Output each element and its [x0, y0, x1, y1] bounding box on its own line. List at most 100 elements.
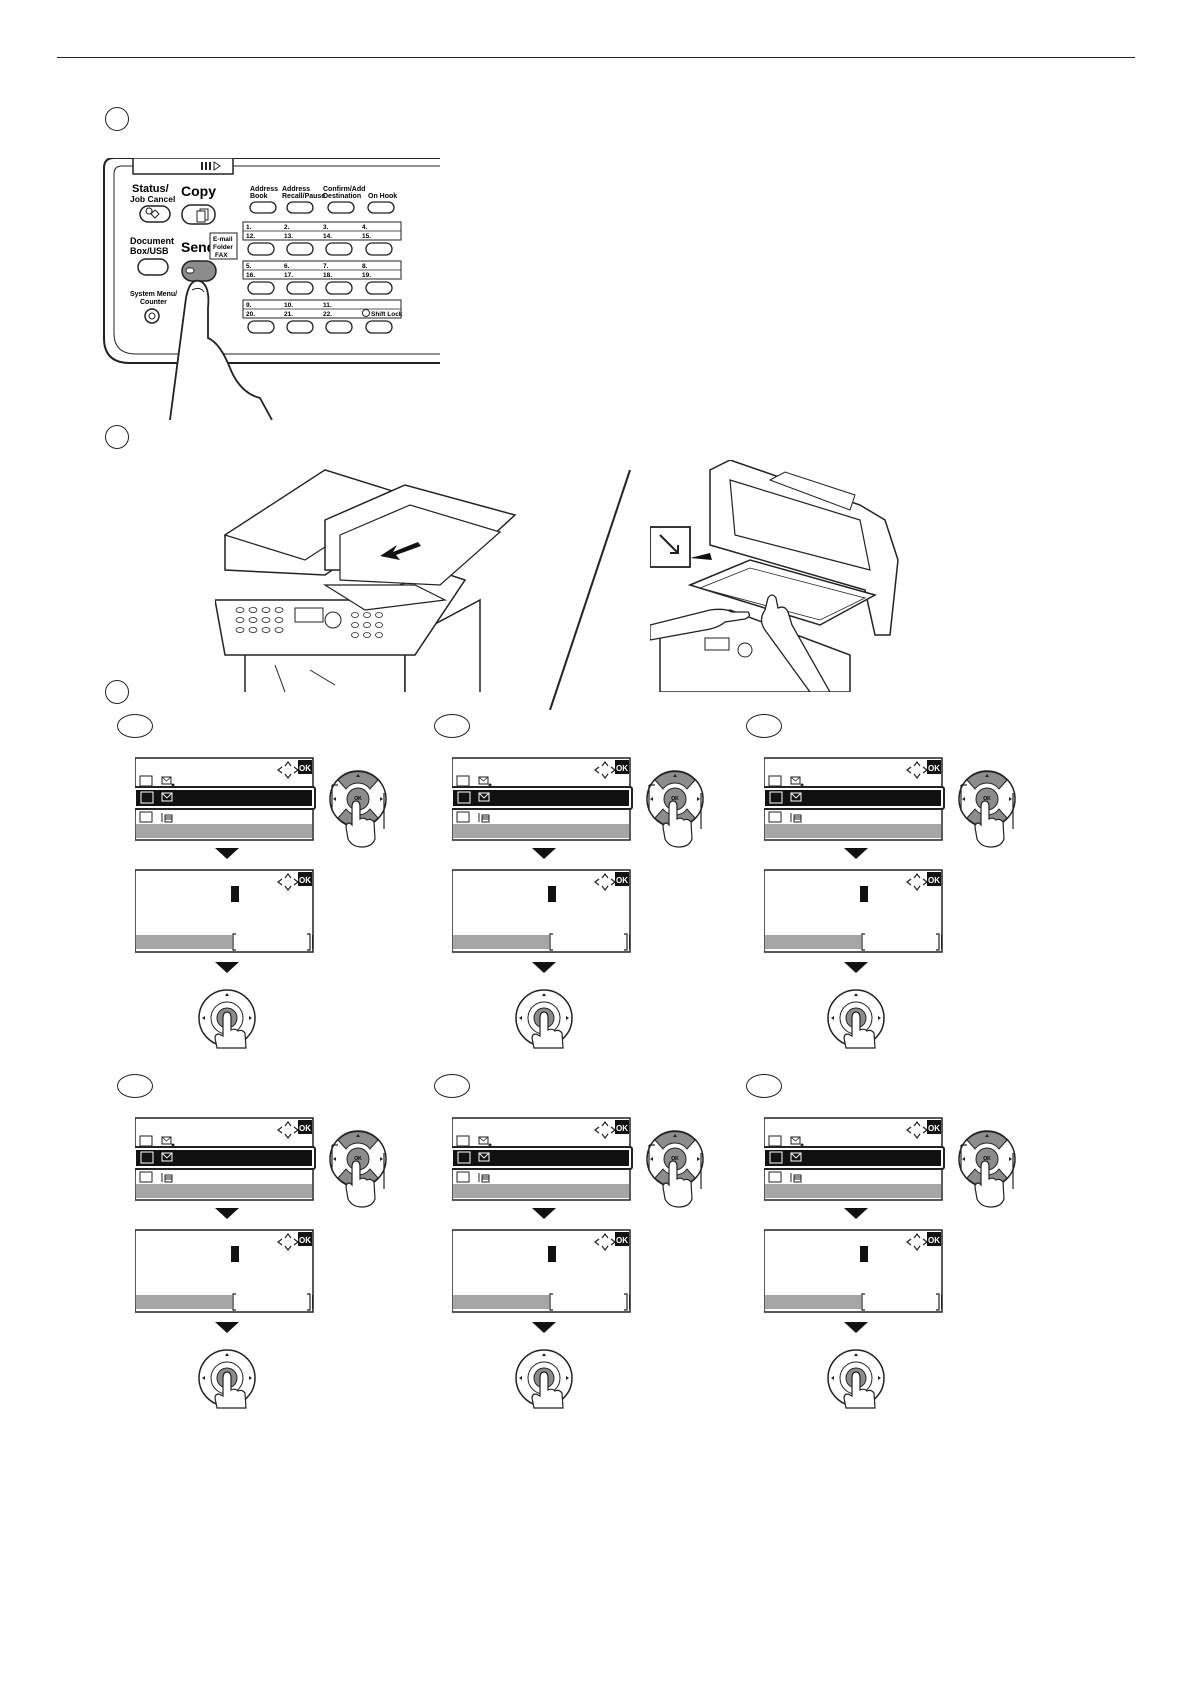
- fax-icon: [790, 813, 802, 823]
- confirm-add-label-2: Destination: [323, 193, 361, 200]
- address-book-button[interactable]: [249, 201, 277, 214]
- ok-badge: OK: [928, 1124, 940, 1133]
- address-recall-label-1: Address: [282, 186, 310, 193]
- finger-icon: [345, 800, 376, 848]
- svg-text:OK: OK: [299, 1236, 311, 1245]
- svg-text:12.: 12.: [246, 233, 255, 240]
- status-cancel-button[interactable]: [139, 205, 171, 223]
- system-menu-label-2: Counter: [140, 299, 167, 306]
- one-touch-row-1: 1. 2. 3. 4. 12. 13. 14. 15.: [242, 221, 402, 256]
- finger-icon: [843, 1011, 876, 1049]
- sub-step-marker: [746, 714, 782, 738]
- down-triangle-icon: [532, 1322, 556, 1333]
- svg-text:18.: 18.: [323, 272, 332, 279]
- four-way-arrow-icon: [594, 1121, 616, 1139]
- step-2-marker: [105, 425, 129, 449]
- nav-key-with-finger: OK: [329, 770, 387, 848]
- ok-key-press: OK: [515, 989, 573, 1049]
- screen-panel-3: OK OK OK: [761, 752, 1064, 1052]
- text-cursor: [548, 1246, 556, 1262]
- text-cursor: [231, 886, 239, 902]
- nav-ok-label: OK: [671, 796, 679, 802]
- svg-text:10.: 10.: [284, 302, 293, 309]
- selection-screen: OK: [132, 1117, 316, 1201]
- confirm-add-label-1: Confirm/Add: [323, 186, 365, 193]
- nav-key-with-finger: OK: [646, 770, 704, 848]
- nav-key-with-finger: OK: [329, 1130, 387, 1208]
- document-feeder-illustration: [215, 469, 517, 692]
- svg-text:8.: 8.: [362, 263, 368, 270]
- fax-icon: [478, 813, 490, 823]
- svg-text:5.: 5.: [246, 263, 252, 270]
- address-recall-button[interactable]: [286, 201, 314, 214]
- one-touch-row-3: 9. 10. 11. 20. 21. 22. Shift Lock: [242, 299, 403, 334]
- ok-badge: OK: [928, 764, 940, 773]
- fax-icon: [790, 1173, 802, 1183]
- ok-badge: OK: [299, 764, 311, 773]
- control-panel-illustration: Status/ Job Cancel Copy Document Box/USB…: [103, 158, 440, 420]
- down-triangle-icon: [215, 962, 239, 973]
- nav-ok-label: OK: [983, 1156, 991, 1162]
- status-label-2: Job Cancel: [130, 194, 175, 204]
- finger-icon: [974, 800, 1005, 848]
- svg-text:OK: OK: [299, 876, 311, 885]
- sub-step-marker: [434, 1074, 470, 1098]
- svg-text:OK: OK: [616, 1236, 628, 1245]
- svg-text:OK: OK: [616, 876, 628, 885]
- on-hook-button[interactable]: [367, 201, 395, 214]
- down-triangle-icon: [532, 848, 556, 859]
- copy-label: Copy: [181, 183, 216, 199]
- status-label-1: Status/: [132, 183, 169, 195]
- svg-text:OK: OK: [928, 876, 940, 885]
- email-icon: [790, 1136, 804, 1147]
- document-box-label-2: Box/USB: [130, 246, 169, 256]
- step-1-marker: [105, 107, 129, 131]
- svg-text:14.: 14.: [323, 233, 332, 240]
- entry-screen: OK: [451, 1229, 631, 1313]
- system-menu-button[interactable]: [144, 308, 160, 324]
- divider-slash: [549, 470, 631, 710]
- screen-panel-5: OK OK OK: [449, 1112, 752, 1412]
- ok-key-press: OK: [198, 1349, 256, 1409]
- down-triangle-icon: [844, 848, 868, 859]
- svg-text:20.: 20.: [246, 311, 255, 318]
- svg-text:OK: OK: [928, 1236, 940, 1245]
- fax-icon: [161, 813, 173, 823]
- envelope-icon: [790, 1152, 802, 1162]
- four-way-arrow-icon: [906, 1121, 928, 1139]
- finger-icon: [169, 279, 273, 420]
- diagonal-arrow-icon: [659, 534, 679, 554]
- arrow-icon: [380, 542, 421, 560]
- down-triangle-icon: [844, 1208, 868, 1219]
- top-rule: [57, 57, 1135, 58]
- envelope-icon: [161, 1152, 173, 1162]
- email-icon: [478, 1136, 492, 1147]
- four-way-arrow-icon: [906, 761, 928, 779]
- svg-text:7.: 7.: [323, 263, 329, 270]
- address-book-label-2: Book: [250, 193, 268, 200]
- send-label: Send: [181, 239, 215, 255]
- nav-key-with-finger: OK: [958, 770, 1016, 848]
- platen-illustration: [650, 460, 899, 692]
- svg-text:15.: 15.: [362, 233, 371, 240]
- document-box-label-1: Document: [130, 236, 174, 246]
- text-cursor: [548, 886, 556, 902]
- svg-text:9.: 9.: [246, 302, 252, 309]
- text-cursor: [860, 1246, 868, 1262]
- confirm-add-button[interactable]: [327, 201, 355, 214]
- ok-key-press: OK: [827, 989, 885, 1049]
- envelope-icon: [478, 792, 490, 802]
- document-box-button[interactable]: [137, 258, 169, 276]
- svg-text:21.: 21.: [284, 311, 293, 318]
- entry-screen: OK: [763, 869, 943, 953]
- svg-text:13.: 13.: [284, 233, 293, 240]
- selection-screen: OK: [761, 757, 945, 841]
- ok-key-press: OK: [827, 1349, 885, 1409]
- down-triangle-icon: [532, 962, 556, 973]
- sub-step-marker: [117, 714, 153, 738]
- email-icon: [161, 776, 175, 787]
- ok-badge: OK: [299, 1124, 311, 1133]
- screen-panel-2: OK OK OK: [449, 752, 752, 1052]
- nav-ok-label: OK: [983, 796, 991, 802]
- nav-key-with-finger: OK: [958, 1130, 1016, 1208]
